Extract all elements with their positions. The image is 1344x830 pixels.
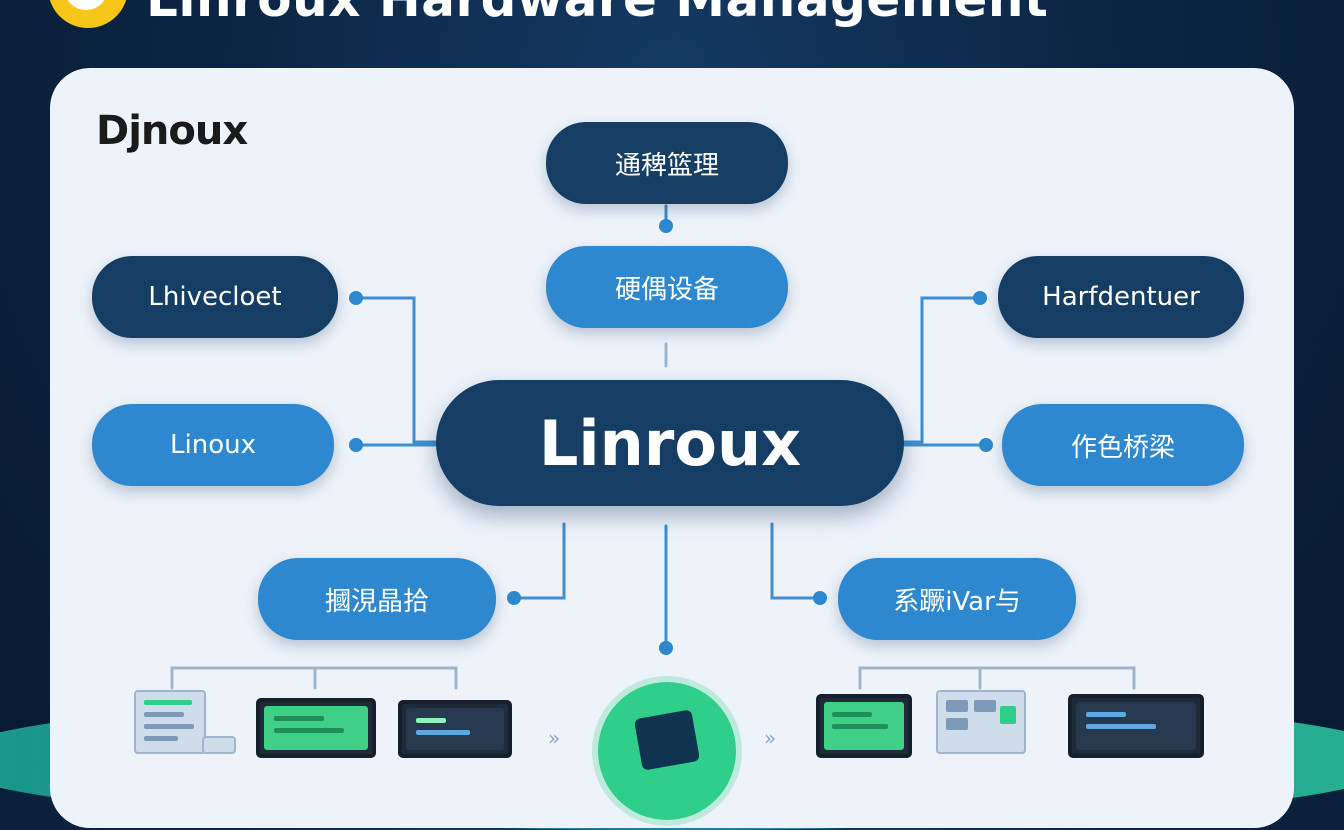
node-top-label: 通稗篮理	[614, 150, 719, 181]
connector-lines	[170, 204, 1136, 690]
green-monitor-icon	[816, 694, 912, 758]
title-strip: Linroux Hardware Management	[0, 0, 1344, 70]
arrow-right-icon: »	[548, 726, 561, 750]
node-bottom-right-label: 系蹶iVar与	[893, 586, 1021, 617]
chip-circle-icon	[598, 682, 736, 820]
connector-device-right	[858, 666, 1136, 690]
document-icon	[134, 690, 206, 754]
dark-monitor-icon	[1068, 694, 1204, 758]
node-right-lower-label: 作色桥梁	[1070, 432, 1175, 463]
node-second-label: 硬偶设备	[614, 274, 719, 305]
node-left-lower-label: Linoux	[170, 430, 256, 460]
page-title: Linroux Hardware Management	[146, 0, 1048, 28]
small-document-icon	[202, 736, 236, 754]
dark-monitor-icon	[398, 700, 512, 758]
connector-right-upper	[902, 296, 982, 444]
node-center[interactable]: Linroux	[436, 380, 904, 506]
connector-dot	[507, 591, 521, 605]
connector-dot	[659, 641, 673, 655]
node-left-upper[interactable]: Lhivecloet	[92, 256, 338, 338]
green-monitor-icon	[256, 698, 376, 758]
connector-dot	[349, 438, 363, 452]
node-center-label: Linroux	[538, 406, 802, 480]
node-bottom-left-label: 摑涀晶拾	[324, 586, 429, 617]
node-top[interactable]: 通稗篮理	[546, 122, 788, 204]
arrow-right-icon: »	[764, 726, 777, 750]
node-right-upper[interactable]: Harfdentuer	[998, 256, 1244, 338]
node-left-lower[interactable]: Linoux	[92, 404, 334, 486]
connector-dot	[349, 291, 363, 305]
connector-dot	[979, 438, 993, 452]
node-bottom-left[interactable]: 摑涀晶拾	[258, 558, 496, 640]
connector-dot	[813, 591, 827, 605]
server-panel-icon	[936, 690, 1026, 754]
connector-dot	[659, 219, 673, 233]
node-left-upper-label: Lhivecloet	[148, 282, 282, 312]
connector-bottom-left	[512, 522, 566, 600]
node-right-lower[interactable]: 作色桥梁	[1002, 404, 1244, 486]
connector-bottom-right	[770, 522, 822, 600]
connector-left-upper	[354, 296, 438, 444]
connector-dot	[973, 291, 987, 305]
node-right-upper-label: Harfdentuer	[1042, 282, 1200, 312]
brand-label: Djnoux	[96, 108, 248, 154]
node-second[interactable]: 硬偶设备	[546, 246, 788, 328]
node-bottom-right[interactable]: 系蹶iVar与	[838, 558, 1076, 640]
